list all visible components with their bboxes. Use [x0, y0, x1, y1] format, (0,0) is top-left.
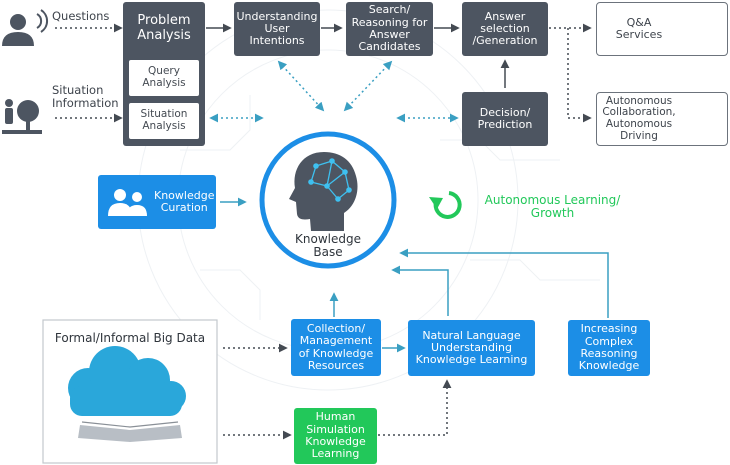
answer-selection-box: Answer selection /Generation [462, 2, 548, 56]
autonomous-learning-label: Autonomous Learning/ Growth [484, 192, 621, 220]
flow-arrows [206, 23, 510, 88]
nlu-knowledge-learning-box: Natural Language Understanding Knowledge… [408, 320, 535, 376]
situation-analysis-box: Situation Analysis [129, 103, 199, 139]
search-reasoning-box: Search/ Reasoning for Answer Candidates [346, 2, 433, 56]
questions-label: Questions [52, 9, 110, 23]
human-simulation-box: Human Simulation Knowledge Learning [294, 408, 377, 464]
cloud-icon [68, 346, 186, 416]
understanding-user-intentions-box: Understanding User Intentions [234, 2, 320, 56]
growth-cycle-icon [429, 191, 462, 219]
knowledge-curation-label: Knowledge Curation [154, 188, 215, 214]
dark-connectors [55, 23, 592, 440]
user-icon [2, 9, 48, 46]
collection-management-box: Collection/ Management of Knowledge Reso… [291, 319, 381, 376]
teal-dotted-connectors [209, 60, 459, 123]
knowledge-curation-box: Knowledge Curation [98, 175, 216, 229]
query-analysis-box: Query Analysis [129, 60, 199, 96]
knowledge-base-label: Knowledge Base [295, 231, 361, 259]
big-data-title: Formal/Informal Big Data [54, 331, 206, 345]
open-book-icon [78, 421, 182, 442]
problem-analysis-title: Problem Analysis [137, 13, 191, 43]
teal-connectors [220, 197, 609, 353]
autonomous-driving-box: Autonomous Collaboration, Autonomous Dri… [596, 92, 728, 146]
situation-information-label: Situation Information [52, 83, 119, 111]
complex-reasoning-box: Increasing Complex Reasoning Knowledge [568, 320, 650, 376]
people-icon [108, 189, 147, 216]
decision-prediction-box: Decision/ Prediction [462, 92, 548, 146]
brain-head-icon [289, 152, 358, 231]
qa-services-label: Q&A Services [615, 15, 663, 41]
qa-services-box: Q&A Services [596, 2, 728, 56]
autonomous-driving-label: Autonomous Collaboration, Autonomous Dri… [602, 94, 676, 142]
situation-sensor-icon [2, 99, 42, 134]
